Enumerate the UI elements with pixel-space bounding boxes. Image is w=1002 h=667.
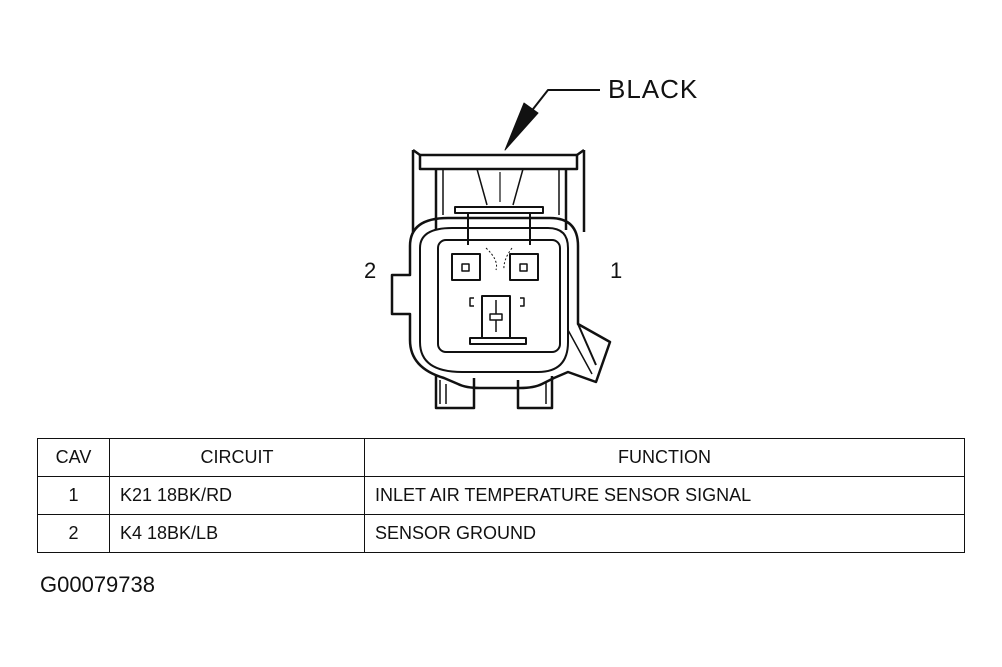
leader-arrow <box>504 102 539 151</box>
cell-function: SENSOR GROUND <box>364 514 965 553</box>
cell-cav: 2 <box>37 514 110 553</box>
color-label: BLACK <box>608 74 698 104</box>
connector-housing <box>390 216 612 390</box>
header-cav: CAV <box>37 438 110 477</box>
table-header-row: CAV CIRCUIT FUNCTION <box>37 438 965 477</box>
terminal-face <box>437 239 561 353</box>
connector-inner-housing <box>419 227 569 373</box>
cell-circuit: K21 18BK/RD <box>109 476 365 515</box>
connector-latch <box>411 148 586 245</box>
cell-cav: 1 <box>37 476 110 515</box>
cell-circuit: K4 18BK/LB <box>109 514 365 553</box>
table-row: 2 K4 18BK/LB SENSOR GROUND <box>37 514 965 553</box>
sensor-element <box>469 295 527 345</box>
cell-function: INLET AIR TEMPERATURE SENSOR SIGNAL <box>364 476 965 515</box>
connector-diagram: BLACK 2 1 <box>364 74 698 410</box>
cavity-label-2: 2 <box>364 258 376 283</box>
connector-pinout-table: CAV CIRCUIT FUNCTION 1 K21 18BK/RD INLET… <box>37 438 965 553</box>
leader-line <box>525 89 600 119</box>
figure-id: G00079738 <box>40 572 155 597</box>
terminal-cavity-1 <box>509 253 539 281</box>
connector-feet <box>434 376 554 410</box>
cavity-label-1: 1 <box>610 258 622 283</box>
table-row: 1 K21 18BK/RD INLET AIR TEMPERATURE SENS… <box>37 476 965 515</box>
terminal-cavity-2 <box>451 253 481 281</box>
header-circuit: CIRCUIT <box>109 438 365 477</box>
header-function: FUNCTION <box>364 438 965 477</box>
